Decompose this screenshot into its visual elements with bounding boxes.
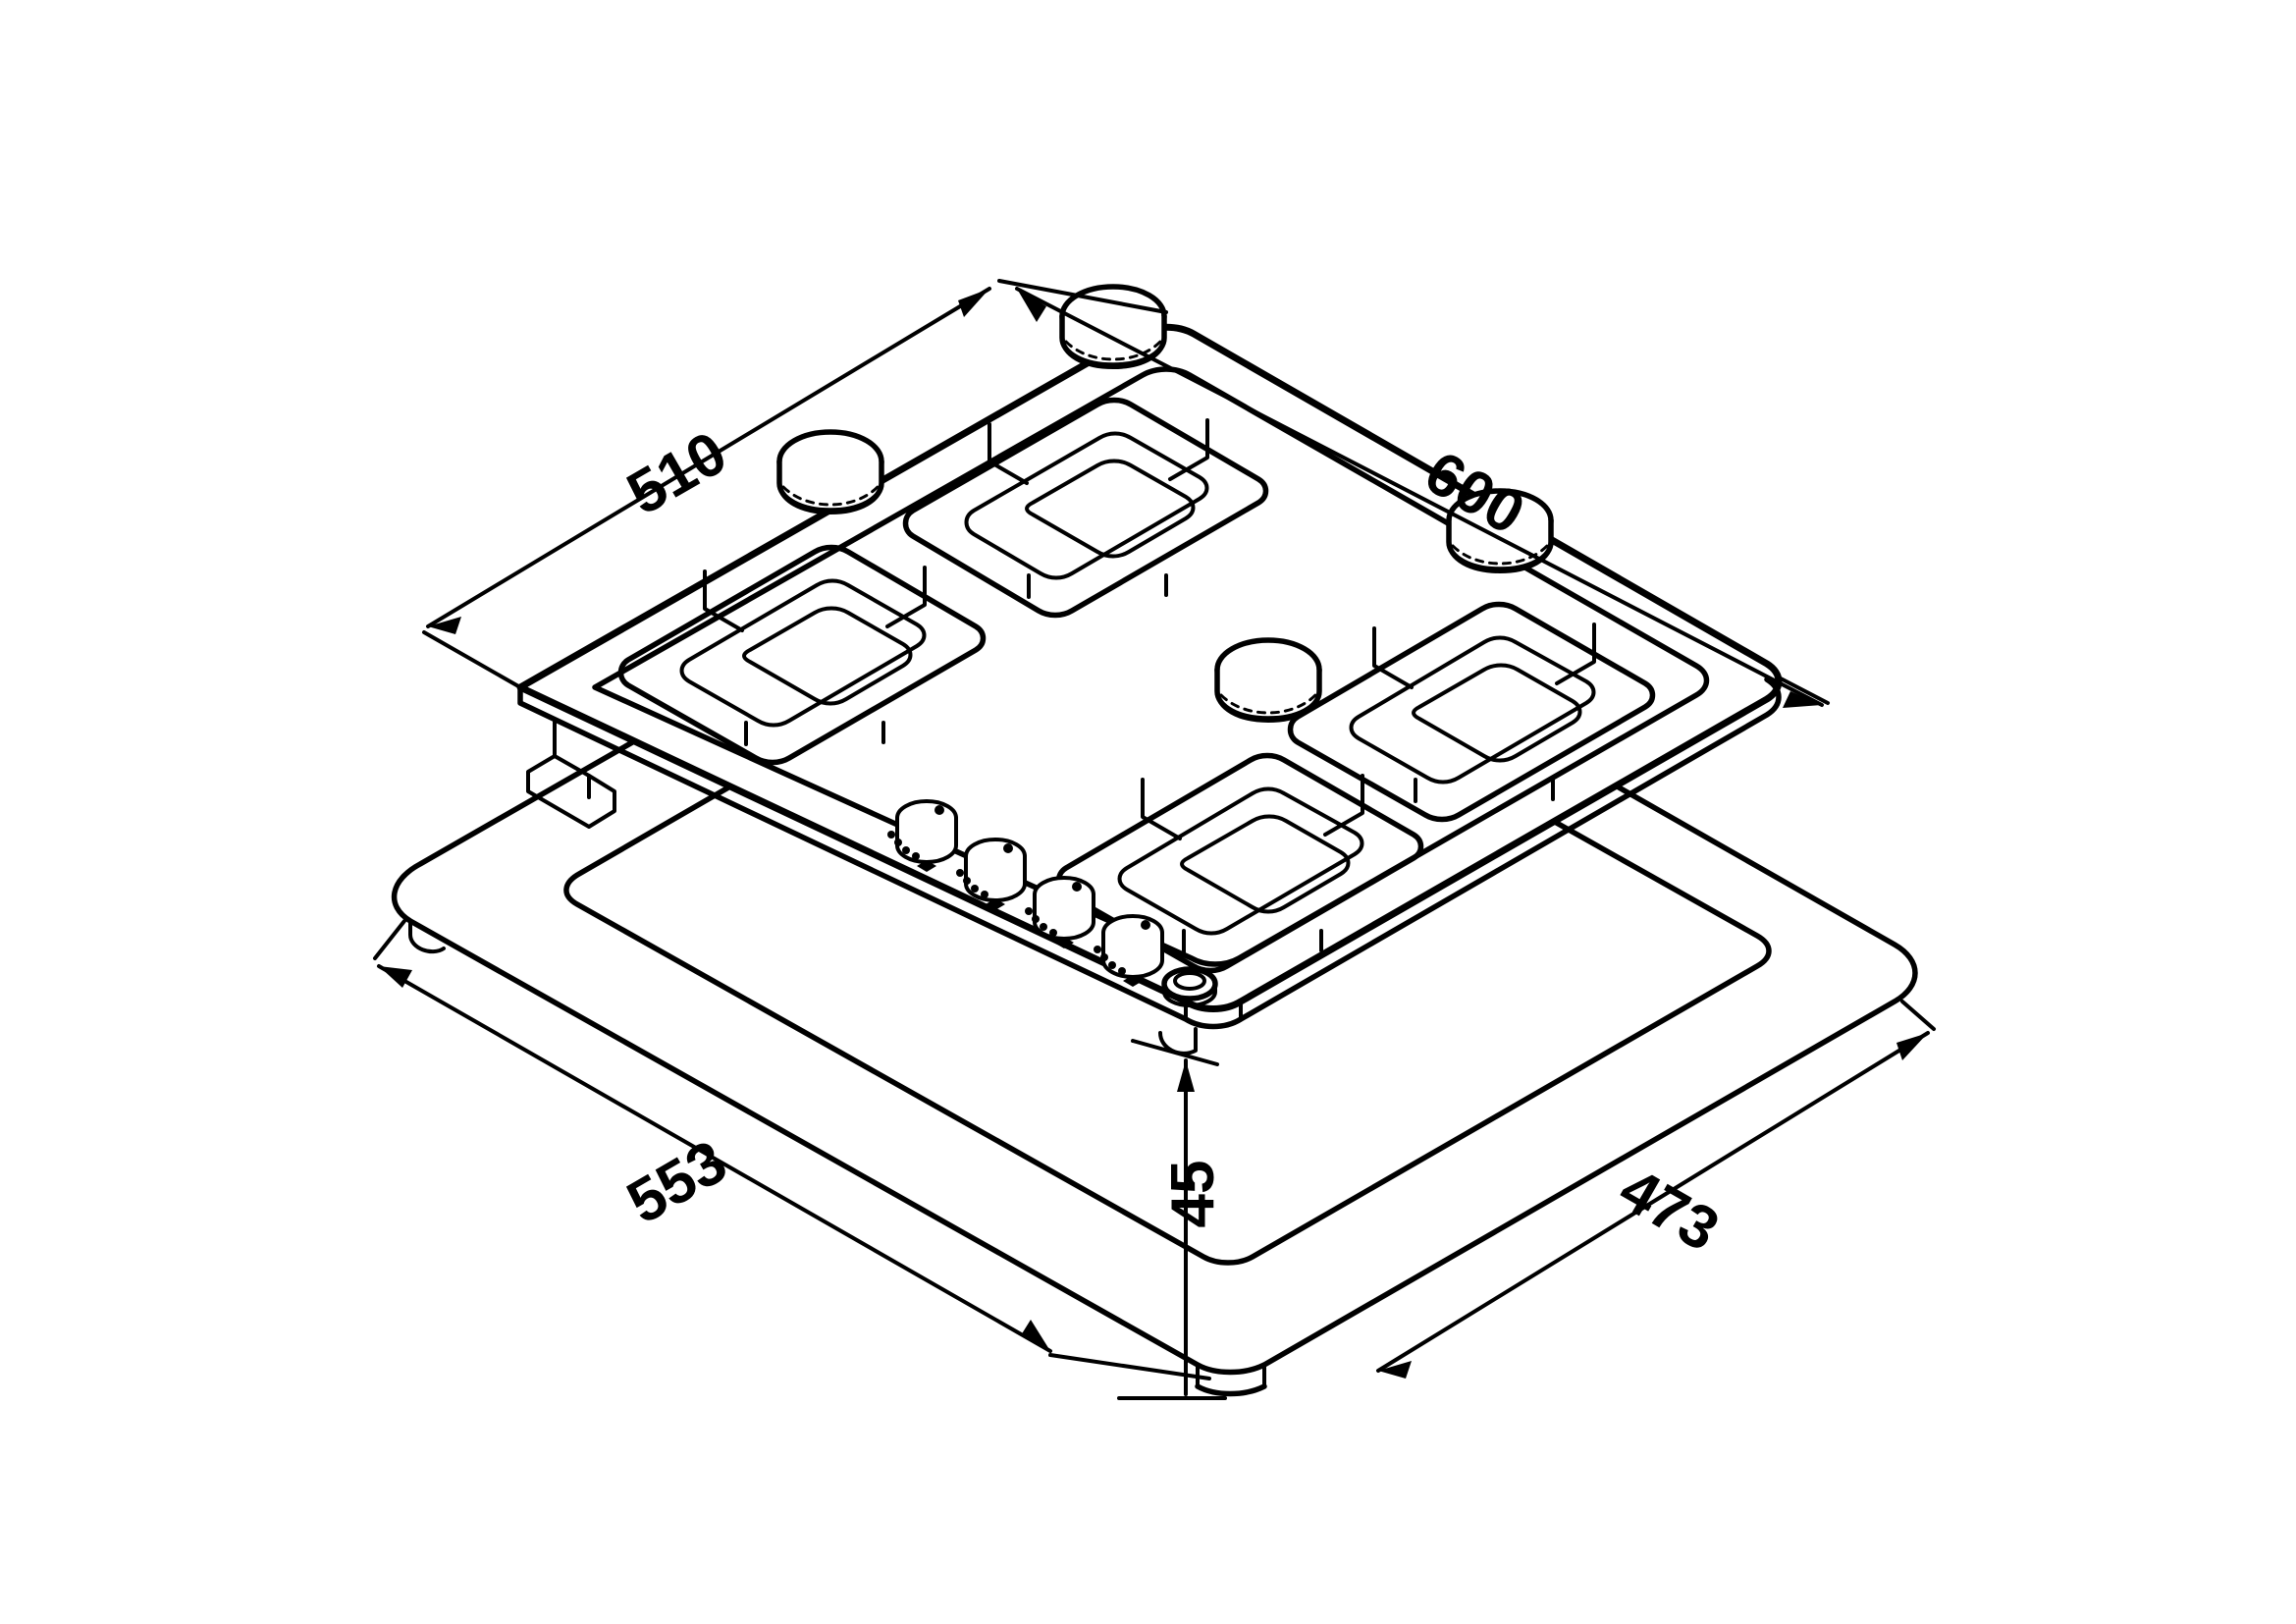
ext-line-cutout-front — [1048, 1353, 1211, 1380]
dim-arrow-510-start — [428, 617, 461, 634]
dim-line-553 — [377, 964, 1052, 1353]
grate-prong-ne — [1323, 774, 1364, 837]
grate-prong-nw — [1141, 778, 1182, 840]
knob-2[interactable] — [956, 838, 1027, 910]
burner-well — [1180, 814, 1351, 914]
grate-inner-opening — [1349, 635, 1596, 785]
knob-graduation-dots — [887, 831, 936, 872]
cutout-left-round-tail — [408, 919, 446, 954]
burner-collar — [1060, 336, 1166, 369]
ext-line-top-right-corner — [1777, 676, 1830, 705]
dim-line-510 — [426, 287, 991, 628]
grate-prong-ne — [1555, 623, 1596, 685]
knob-body — [895, 816, 958, 864]
ext-line-top-left-corner — [422, 630, 522, 689]
dimension-label-553: 553 — [616, 1128, 738, 1237]
burner-flame-ports — [781, 485, 880, 507]
dim-arrow-45-top — [1177, 1060, 1195, 1092]
dimension-lines-bottom — [373, 919, 1936, 1400]
ext-line-top-apex — [997, 279, 1168, 314]
control-panel-group — [887, 799, 1218, 1007]
knob-pointer — [1003, 843, 1013, 853]
dim-arrow-473-start — [1378, 1361, 1412, 1379]
grate-frame — [617, 544, 987, 766]
knob-body — [1033, 893, 1095, 941]
burner-well — [1412, 663, 1582, 763]
burner-collar — [1447, 540, 1553, 573]
dim-line-473 — [1376, 1031, 1930, 1373]
dimension-label-510: 510 — [616, 419, 738, 528]
dim-line-600 — [1015, 287, 1824, 707]
grate-prong-ne — [885, 566, 927, 628]
grate-prong-nw — [988, 422, 1029, 485]
burner-well — [1025, 459, 1196, 559]
knob-3[interactable] — [1025, 876, 1095, 948]
knob-1[interactable] — [887, 799, 958, 872]
knob-body — [964, 854, 1027, 902]
ignition-button[interactable] — [1161, 966, 1218, 1007]
knob-pointer — [934, 805, 944, 815]
cutout-bottom-front-edge — [1195, 1383, 1267, 1397]
ext-line-cutout-right — [1900, 1000, 1936, 1031]
dimension-lines-top — [422, 279, 1830, 708]
burner-well — [742, 606, 913, 706]
grate-inner-opening — [1117, 786, 1364, 936]
burner-collar — [777, 481, 883, 514]
mounting-bracket-left-plate — [526, 754, 616, 829]
grate-prong-ne — [1168, 418, 1209, 481]
dim-arrow-553-end — [1021, 1320, 1050, 1351]
ignition-ring-inner — [1173, 971, 1206, 991]
grate-prong-nw — [1372, 626, 1414, 689]
dim-arrow-510-end — [958, 289, 989, 317]
burner-rear-right — [1287, 488, 1656, 823]
mounting-bracket-left — [553, 720, 591, 799]
burner-front-right — [1055, 637, 1424, 974]
dimension-label-473: 473 — [1608, 1156, 1730, 1265]
dim-arrow-553-start — [379, 966, 412, 988]
dim-arrow-600-end — [1783, 691, 1822, 708]
grate-frame — [1287, 601, 1656, 823]
ignition-ring-side — [1162, 982, 1217, 1007]
burner-front-left — [617, 429, 987, 766]
dim-arrow-600-start — [1017, 289, 1046, 322]
burner-collar — [1215, 689, 1321, 723]
knob-graduation-dots — [956, 869, 1005, 910]
grate-inner-opening — [964, 431, 1209, 580]
dim-arrow-473-end — [1896, 1033, 1928, 1060]
burner-flame-ports — [1219, 693, 1317, 715]
knob-graduation-dots — [1025, 907, 1074, 948]
ext-line-cutout-left — [373, 919, 406, 960]
knob-body — [1101, 931, 1164, 979]
grate-frame — [902, 397, 1269, 619]
burner-flame-ports — [1064, 340, 1162, 361]
dimension-label-45: 45 — [1159, 1161, 1227, 1228]
hob-inner-recess — [592, 366, 1710, 967]
grate-inner-opening — [679, 578, 927, 728]
knob-graduation-dots — [1094, 946, 1143, 987]
knob-pointer — [1141, 920, 1150, 930]
knob-pointer — [1072, 882, 1082, 892]
ext-line-45-top — [1131, 1039, 1219, 1066]
grate-prong-nw — [703, 569, 744, 632]
knob-4[interactable] — [1094, 914, 1164, 987]
